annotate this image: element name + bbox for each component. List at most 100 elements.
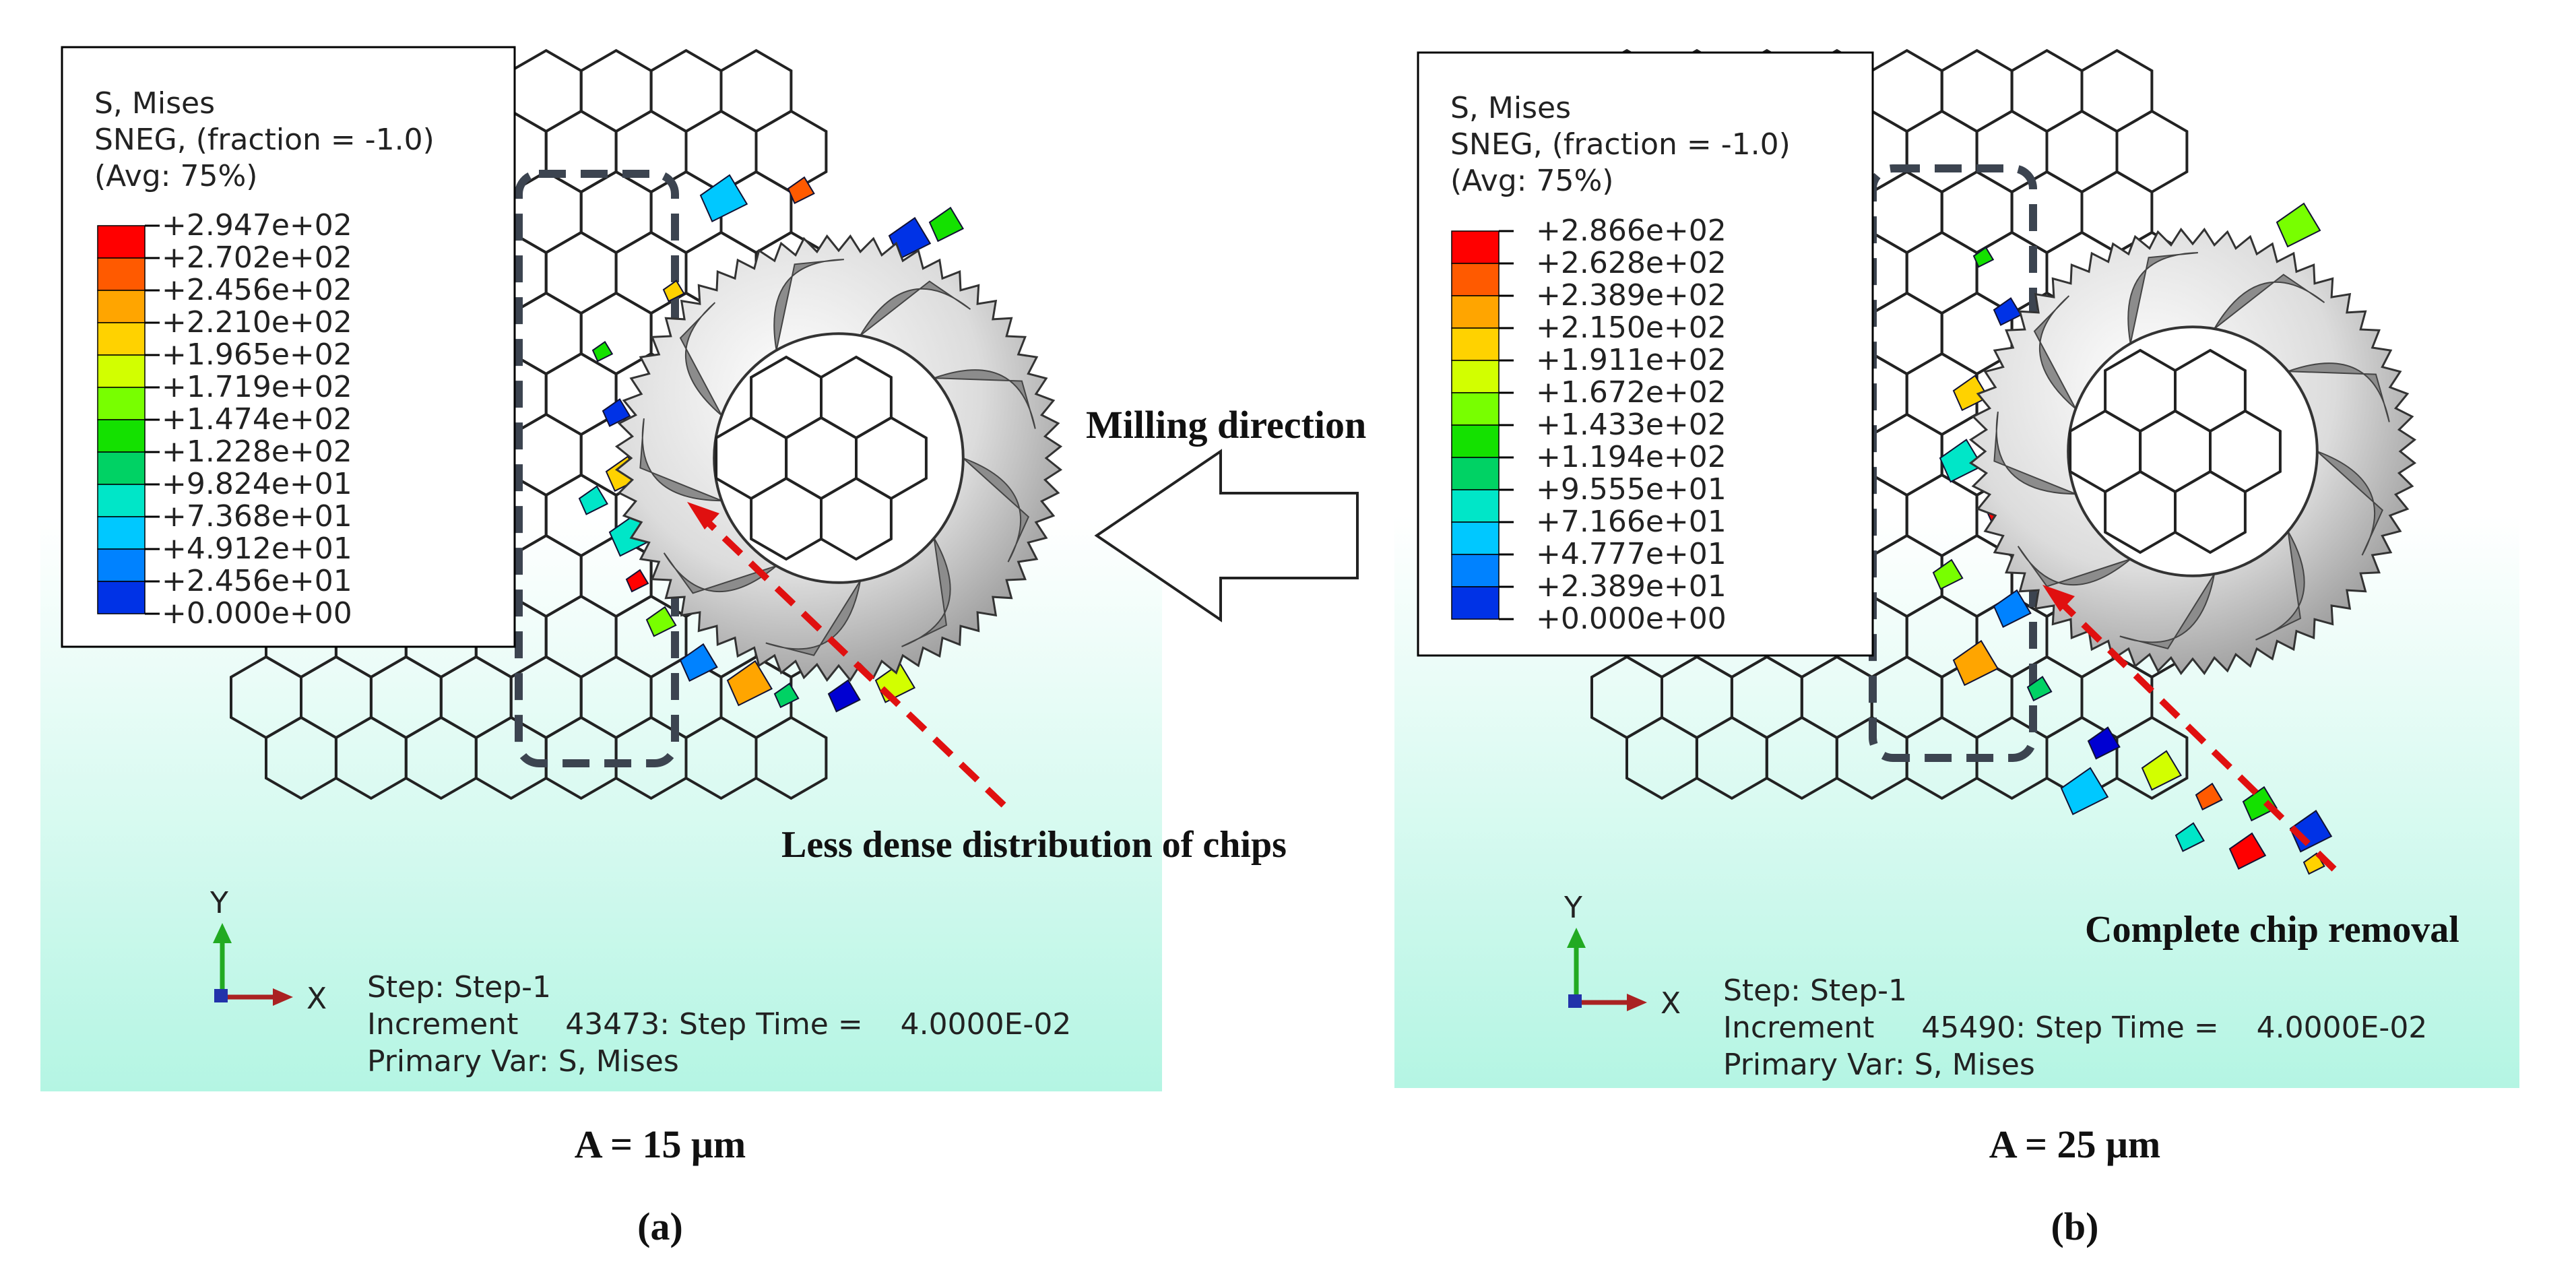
legend-value: +7.166e+01 [1536,505,1727,539]
panel-label: (a) [637,1205,683,1248]
annotation-label: Less dense distribution of chips [781,824,1287,866]
cutter-flute [663,552,777,594]
milling-direction-indicator: Milling direction [1086,403,1366,622]
chip-fragment [578,485,609,515]
panel-a: S, Mises SNEG, (fraction = -1.0) (Avg: 7… [40,46,1287,1248]
chip-fragment [2195,782,2223,810]
chip-fragment [928,206,965,243]
chip-fragment [1952,639,1999,686]
legend-value: +2.866e+02 [1536,214,1727,248]
cutter-flute [2255,531,2305,641]
legend-swatch [1451,554,1500,587]
chip-fragment [2228,832,2267,870]
legend-value: +1.433e+02 [1536,408,1727,442]
legend-swatch [97,484,146,517]
legend-value: +9.824e+01 [162,467,352,501]
chip-fragment [1972,246,1995,268]
status-step: Step: Step-1 [367,970,551,1004]
z-axis-marker [214,989,228,1002]
chip-fragment [773,682,800,709]
cutter-flute [2214,274,2325,329]
bore-honeycomb [715,355,928,561]
status-primary-var: Primary Var: S, Mises [1723,1048,2035,1082]
cutter-flute [1993,411,2076,495]
chip-fragment [591,340,614,362]
status-increment: Increment 43473: Step Time = 4.0000E-02 [367,1007,1071,1042]
legend-title: S, Mises SNEG, (fraction = -1.0) (Avg: 7… [1450,91,1791,198]
legend-swatch [1451,327,1500,361]
status-block: Step: Step-1 Increment 45490: Step Time … [1723,973,2427,1082]
legend-value: +1.719e+02 [162,370,352,404]
legend-title-line: SNEG, (fraction = -1.0) [94,123,434,157]
legend-swatch [1451,263,1500,296]
legend-value: +4.777e+01 [1536,537,1727,571]
legend-value: +1.965e+02 [162,338,352,372]
legend-swatch [1451,295,1500,329]
legend-swatch [97,387,146,420]
legend-value: +2.210e+02 [162,305,352,340]
cutter-flute [901,538,951,647]
y-axis-label: Y [210,886,228,920]
legend-swatch [1451,392,1500,426]
chip-fragment [1993,589,2032,628]
legend-value: +2.628e+02 [1536,246,1727,280]
legend-value: +9.555e+01 [1536,472,1727,507]
chip-fragment [2276,202,2321,248]
legend-title-line: (Avg: 75%) [1450,164,1613,198]
legend-value: +7.368e+01 [162,499,352,534]
honeycomb-cell [2174,470,2247,554]
legend-swatch [97,290,146,323]
legend-value: +2.389e+02 [1536,278,1727,313]
chip-fragment [2087,726,2121,760]
status-primary-var: Primary Var: S, Mises [367,1044,679,1079]
legend-swatch [1451,230,1500,264]
chip-fragment [2060,767,2109,816]
annotation-arrow [2052,594,2337,872]
milling-direction-arrow [1094,449,1359,622]
z-axis-marker [1568,994,1582,1008]
panel-b: S, Mises SNEG, (fraction = -1.0) (Avg: 7… [1394,47,2519,1248]
cutter-flute [765,580,862,656]
legend-title-line: (Avg: 75%) [94,159,257,193]
x-arrowhead [273,988,293,1006]
chip-fragment [602,398,631,427]
legend-value: +1.228e+02 [162,435,352,469]
legend-swatch [1451,586,1500,620]
legend-value: +2.456e+01 [162,564,352,598]
annotation-label: Complete chip removal [2085,909,2459,951]
chip-fragment [625,569,649,593]
cutter-flute [963,457,1030,563]
honeycomb-cell [2115,715,2189,800]
legend-swatch [1451,360,1500,393]
legend-swatch [97,548,146,582]
axis-triad: Y X [1564,891,1681,1021]
contour-legend: +2.947e+02+2.702e+02+2.456e+02+2.210e+02… [97,208,352,631]
cutter-flute [934,369,1036,429]
honeycomb-cell [754,715,828,800]
legend-swatch [1451,424,1500,458]
chip-fragment [679,643,718,682]
legend-value: +1.194e+02 [1536,440,1727,474]
cutter-flute [2119,573,2216,649]
chip-fragment [2242,786,2278,822]
honeycomb-cell [820,476,893,561]
legend-swatch [97,451,146,485]
cutter-flute [2317,451,2384,556]
legend-title-line: S, Mises [1450,91,1571,125]
legend-swatch [1451,457,1500,490]
bore-honeycomb [2069,348,2282,554]
chip-fragment [726,660,773,707]
panel-label: (b) [2051,1205,2099,1248]
legend-value: +2.456e+02 [162,273,352,307]
legend-value: +2.947e+02 [162,208,352,243]
cutter-bore [713,332,965,584]
legend-title-line: S, Mises [94,86,215,121]
cutter-flute [2127,252,2198,344]
chip-fragment [645,606,677,637]
x-axis-label: X [307,982,327,1016]
cutter-flute [679,302,723,416]
legend-title: S, Mises SNEG, (fraction = -1.0) (Avg: 7… [94,86,434,193]
status-block: Step: Step-1 Increment 43473: Step Time … [367,970,1071,1079]
chip-fragment [787,176,815,204]
